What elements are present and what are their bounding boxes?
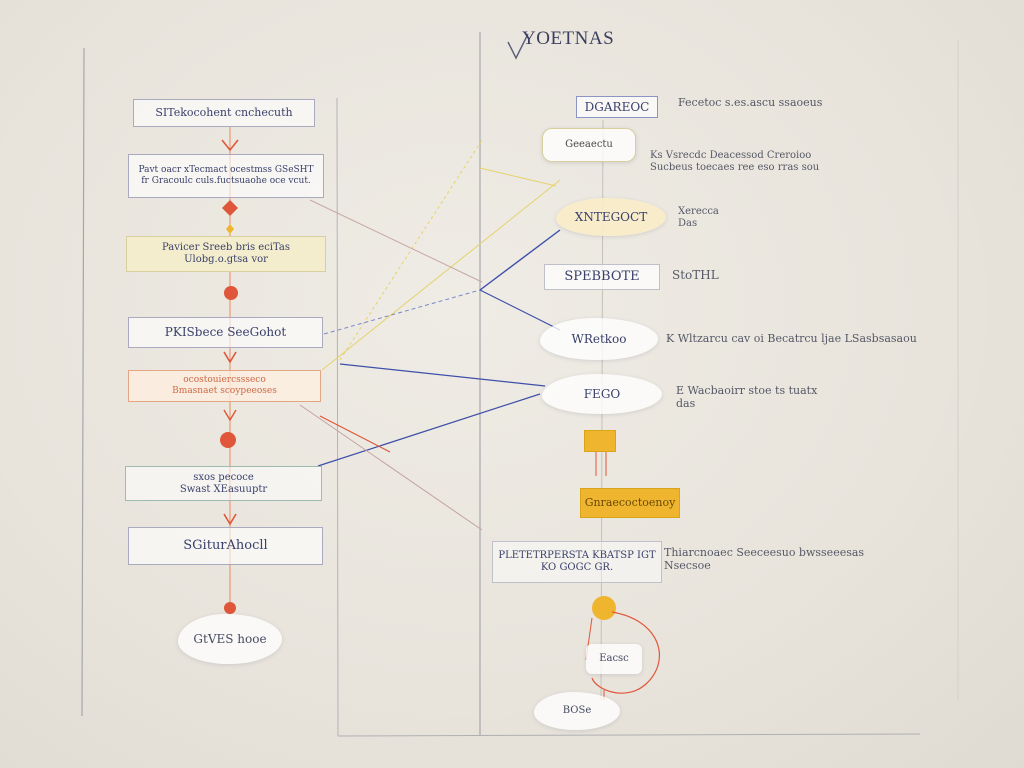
right-marker-gold bbox=[592, 596, 616, 620]
left-node-6: sxos pecoce Swast XEasuuptr bbox=[125, 466, 322, 501]
link-blue-5 bbox=[317, 393, 541, 467]
side-note-5: K Wltzarcu cav oi Becatrcu ljae LSasbsas… bbox=[666, 332, 917, 345]
loop-curve bbox=[591, 611, 661, 694]
side-note-6: E Wacbaoirr stoe ts tuatx das bbox=[676, 384, 818, 411]
right-node-9: PLETETRPERSTA KBATSP IGT KO GOGC GR. bbox=[492, 541, 662, 583]
arrow-l6-l7 bbox=[223, 513, 237, 526]
right-node-7 bbox=[584, 430, 616, 452]
link-blue-2 bbox=[479, 289, 561, 331]
left-node-1: SITekocohent cnchecuth bbox=[133, 99, 315, 127]
right-node-4: SPEBBOTE bbox=[544, 264, 660, 290]
diagram-title: YOETNAS bbox=[522, 28, 615, 49]
right-node-6: FEGO bbox=[542, 374, 662, 414]
left-node-3: Pavicer Sreeb bris eciTas Ulobg.o.gtsa v… bbox=[126, 236, 326, 272]
frame-line-left bbox=[81, 47, 85, 717]
right-node-11: Eacsc bbox=[586, 644, 642, 674]
link-grey-1 bbox=[309, 199, 483, 283]
title-check-icon bbox=[507, 33, 529, 60]
side-note-4: StoTHL bbox=[672, 268, 719, 282]
right-node-5: WRetkoo bbox=[540, 318, 658, 360]
right-node-8: Gnraecoctoenoy bbox=[580, 488, 680, 518]
link-yellow-2 bbox=[321, 179, 561, 371]
circle-marker-3 bbox=[224, 602, 236, 614]
link-blue-4 bbox=[339, 363, 546, 387]
frame-line-mid-left bbox=[336, 97, 339, 737]
right-node-12: BOSe bbox=[534, 692, 620, 730]
link-blue-1 bbox=[479, 229, 561, 291]
right-node-3: XNTEGOCT bbox=[556, 198, 666, 236]
link-red-1 bbox=[319, 415, 391, 453]
arrow-l1-l2 bbox=[221, 139, 239, 152]
left-node-8: GtVES hooe bbox=[178, 614, 282, 664]
diamond-marker-2 bbox=[226, 224, 234, 234]
arrow-l4-l5 bbox=[223, 351, 237, 364]
link-yellow-3 bbox=[479, 167, 557, 187]
right-node-1: DGAREOC bbox=[576, 96, 658, 118]
left-node-4: PKISbece SeeGohot bbox=[128, 317, 323, 348]
side-note-7: Thiarcnoaec Seeceesuo bwsseeesas Nsecsoe bbox=[664, 546, 865, 573]
link-grey-2 bbox=[299, 404, 483, 531]
left-node-2: Pavt oacr xTecmact ocestmss GSeSHT fr Gr… bbox=[128, 154, 324, 198]
arrow-l5-l6 bbox=[223, 409, 237, 422]
link-yellow-1 bbox=[339, 139, 483, 361]
link-blue-3 bbox=[323, 289, 481, 335]
side-note-2: Ks Vsrecdc Deacessod Creroioo Sucbeus to… bbox=[650, 150, 820, 173]
diamond-marker-1 bbox=[222, 200, 238, 216]
side-note-1: Fecetoc s.es.ascu ssaoeus bbox=[678, 96, 823, 109]
right-node-2: Geeaectu bbox=[542, 128, 636, 162]
left-node-5: ocostouiercssseco Bmasnaet scoypeeoses bbox=[128, 370, 321, 402]
frame-line-bottom bbox=[337, 733, 921, 737]
circle-marker-2 bbox=[220, 432, 236, 448]
circle-marker-1 bbox=[224, 286, 238, 300]
side-note-3: Xerecca Das bbox=[678, 206, 719, 229]
right-node-10 bbox=[594, 598, 614, 618]
left-node-7: SGiturAhocll bbox=[128, 527, 323, 565]
